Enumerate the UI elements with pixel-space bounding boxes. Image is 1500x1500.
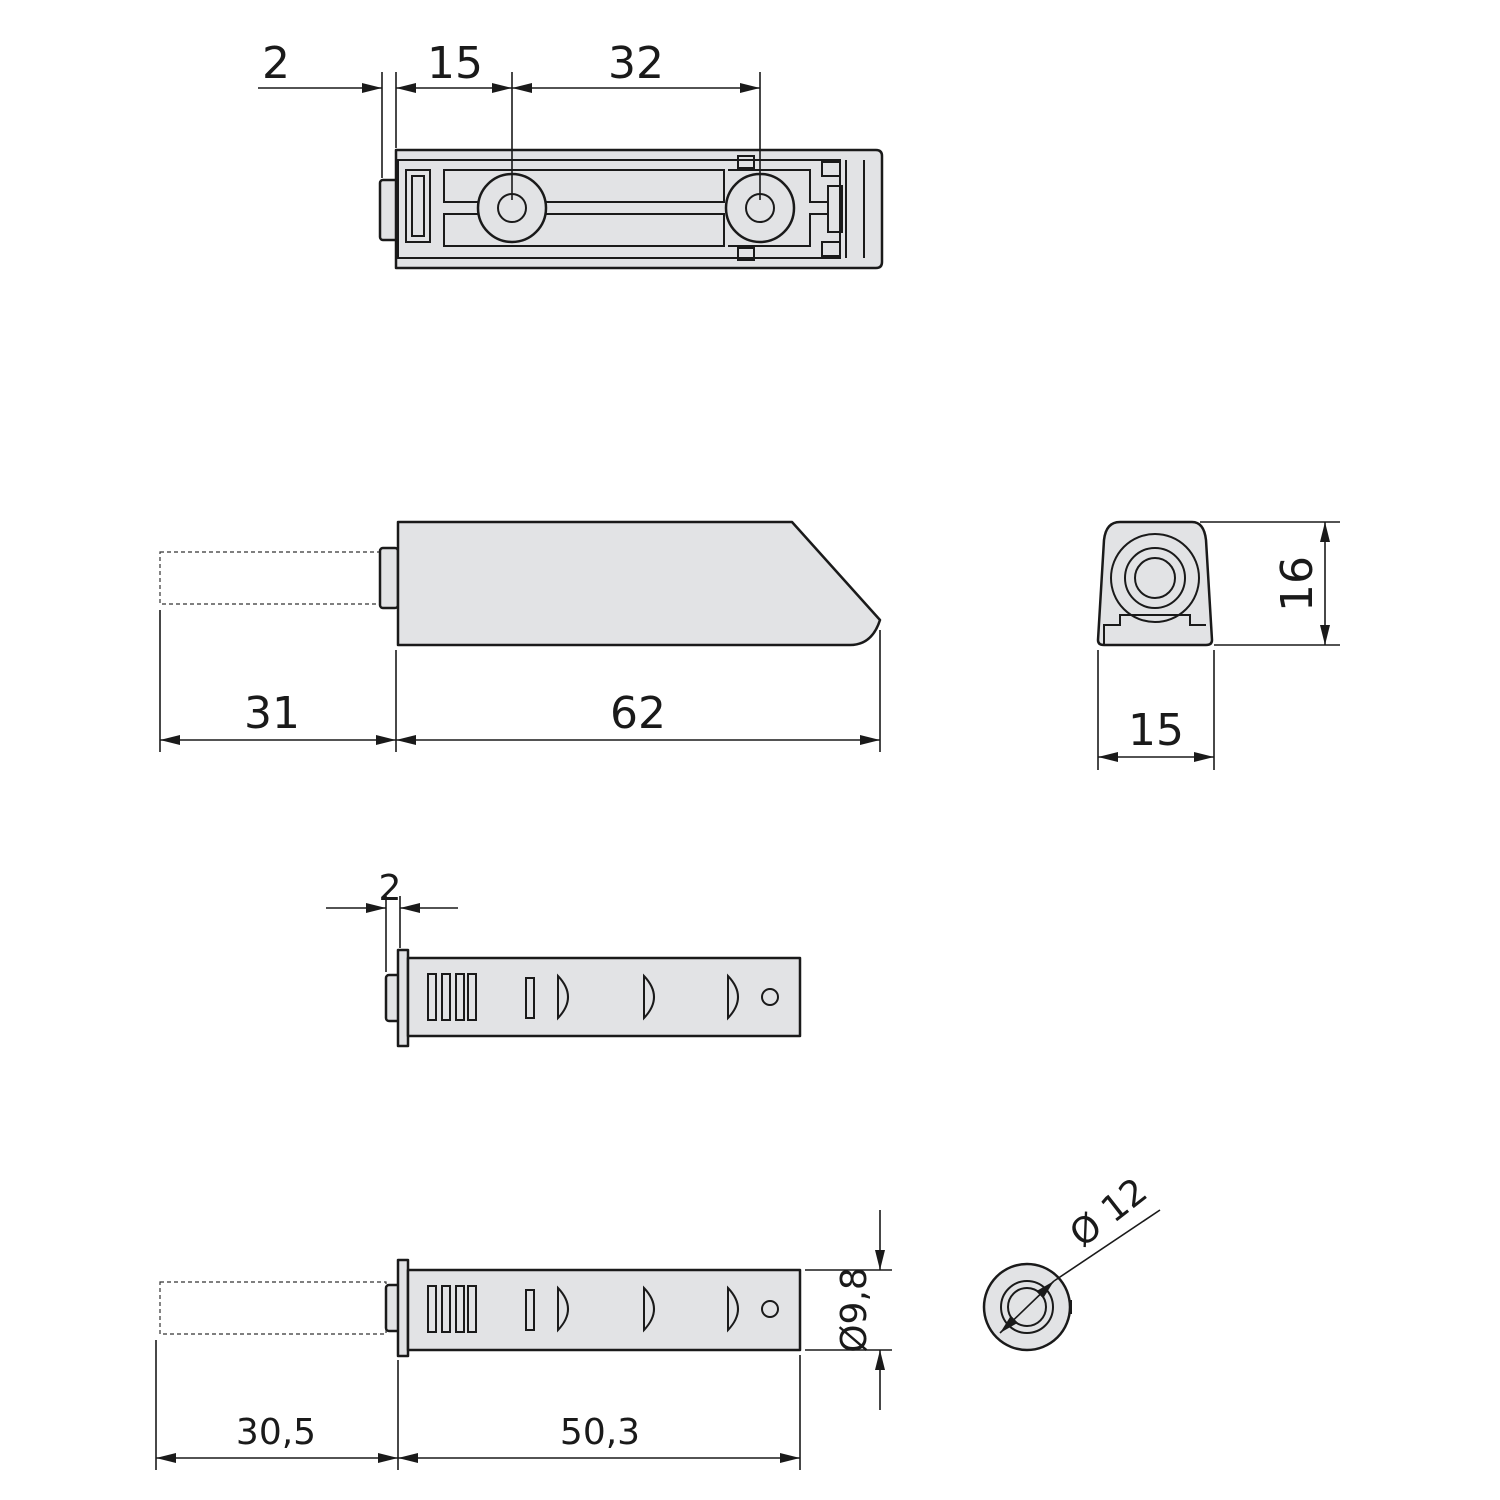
dim-label: 50,3	[560, 1412, 640, 1453]
dim-label: 32	[608, 38, 664, 89]
plunger-view: 2	[326, 868, 802, 1048]
dim-label: 2	[262, 38, 290, 89]
dim-label: 62	[610, 688, 666, 739]
dim-label: 2	[379, 868, 402, 909]
dim-label: Ø 12	[1063, 1170, 1156, 1255]
dim-label: 15	[1128, 705, 1184, 756]
dim-label: 31	[244, 688, 300, 739]
dim-label: Ø9,8	[834, 1267, 875, 1353]
dim-label: 15	[427, 38, 483, 89]
top-view: 2 15 32	[258, 38, 884, 270]
housing-top	[394, 148, 884, 270]
plunger-extended-view: 30,5 50,3 Ø9,8	[155, 1210, 892, 1470]
side-view: 31 62	[159, 520, 882, 752]
housing-side	[396, 520, 882, 647]
plunger-extension-ghost	[159, 551, 383, 605]
round-view: Ø 12	[982, 1170, 1161, 1352]
dim-label: 30,5	[236, 1412, 316, 1453]
end-view: 16 15	[1096, 520, 1340, 770]
dim-label: 16	[1272, 556, 1323, 612]
